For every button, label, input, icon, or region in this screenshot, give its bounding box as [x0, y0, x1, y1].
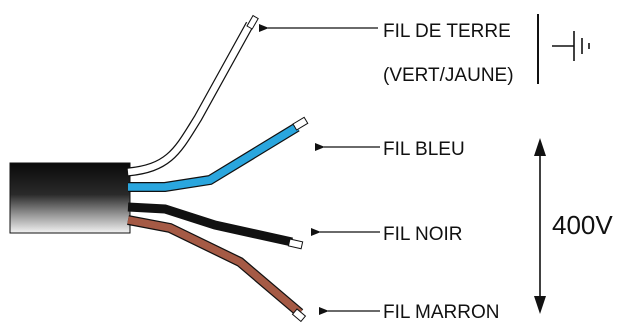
voltage-label: 400V [552, 210, 613, 240]
black-wire [127, 202, 304, 250]
voltage-span-arrow [534, 138, 546, 314]
blue-wire-label: FIL BLEU [383, 139, 465, 160]
blue-wire-tip [292, 116, 309, 131]
ground-icon [552, 31, 590, 61]
black-wire-tip [287, 238, 304, 250]
ground-wire-label-line1: FIL DE TERRE [383, 21, 511, 42]
ground-wire-tip [246, 14, 259, 30]
ground-wire [127, 14, 259, 177]
blue-wire [128, 116, 309, 192]
brown-wire [127, 215, 307, 323]
brown-wire-label: FIL MARRON [383, 302, 499, 323]
ground-wire-label-line2: (VERT/JAUNE) [383, 65, 514, 86]
black-wire-label: FIL NOIR [383, 224, 463, 245]
cable-jacket [9, 162, 131, 234]
brown-wire-tip [291, 308, 307, 323]
